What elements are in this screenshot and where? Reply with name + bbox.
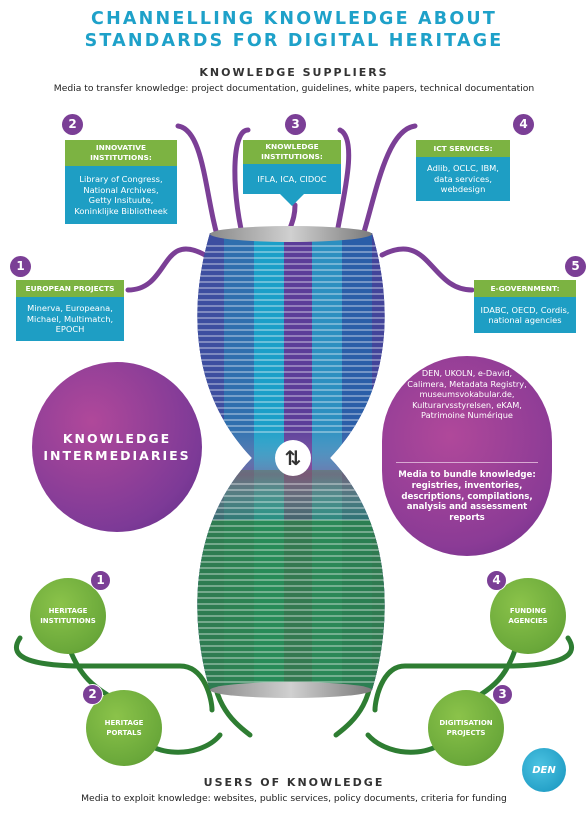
supplier-badge-4: 4: [513, 114, 534, 135]
up-down-arrows-icon: ⇅: [275, 440, 311, 476]
supplier-body-egov: IDABC, OECD, Cordis, national agencies: [474, 297, 576, 333]
title-line-2: STANDARDS FOR DIGITAL HERITAGE: [84, 31, 504, 51]
supplier-connectors: [125, 123, 475, 293]
users-subheading: Media to exploit knowledge: websites, pu…: [81, 793, 507, 804]
den-logo: DEN: [522, 748, 566, 792]
intermediaries-media: Media to bundle knowledge: registries, i…: [398, 470, 536, 524]
den-logo-text: DEN: [532, 764, 556, 776]
page-title: CHANNELLING KNOWLEDGE ABOUT STANDARDS FO…: [0, 8, 588, 52]
supplier-badge-1: 1: [10, 256, 31, 277]
user-badge-3: 3: [492, 684, 513, 705]
supplier-title-knowledge: KNOWLEDGE INSTITUTIONS:: [243, 140, 341, 164]
suppliers-subheading: Media to transfer knowledge: project doc…: [53, 83, 535, 94]
supplier-body-knowledge: IFLA, ICA, CIDOC: [243, 164, 341, 194]
supplier-title-european: EUROPEAN PROJECTS: [16, 280, 124, 297]
supplier-title-innovative: INNOVATIVE INSTITUTIONS:: [65, 140, 177, 166]
supplier-3-pointer: [280, 194, 304, 206]
intermediaries-divider: [396, 462, 538, 463]
user-digitisation-projects: DIGITISATION PROJECTS: [428, 690, 504, 766]
users-heading: USERS OF KNOWLEDGE: [203, 776, 385, 789]
supplier-title-ict: ICT SERVICES:: [416, 140, 510, 157]
supplier-badge-5: 5: [565, 256, 586, 277]
title-line-1: CHANNELLING KNOWLEDGE ABOUT: [91, 9, 497, 29]
user-funding-agencies: FUNDING AGENCIES: [490, 578, 566, 654]
user-badge-2: 2: [82, 684, 103, 705]
intermediaries-examples: DEN, UKOLN, e-David, Calimera, Metadata …: [407, 368, 527, 421]
intermediaries-circle: KNOWLEDGE INTERMEDIARIES: [32, 362, 202, 532]
user-badge-1: 1: [90, 570, 111, 591]
user-heritage-institutions: HERITAGE INSTITUTIONS: [30, 578, 106, 654]
supplier-badge-2: 2: [62, 114, 83, 135]
supplier-badge-3: 3: [285, 114, 306, 135]
hourglass-top-cap: [210, 226, 372, 242]
supplier-body-european: Minerva, Europeana, Michael, Multimatch,…: [16, 297, 124, 341]
hourglass-bottom-cap: [210, 682, 372, 698]
supplier-body-ict: Adlib, OCLC, IBM, data services, webdesi…: [416, 157, 510, 201]
suppliers-heading: KNOWLEDGE SUPPLIERS: [199, 66, 389, 79]
supplier-body-innovative: Library of Congress, National Archives, …: [65, 166, 177, 224]
user-badge-4: 4: [486, 570, 507, 591]
intermediaries-details-circle: [382, 356, 552, 556]
intermediaries-label: KNOWLEDGE INTERMEDIARIES: [43, 431, 191, 463]
supplier-title-egov: E-GOVERNMENT:: [474, 280, 576, 297]
